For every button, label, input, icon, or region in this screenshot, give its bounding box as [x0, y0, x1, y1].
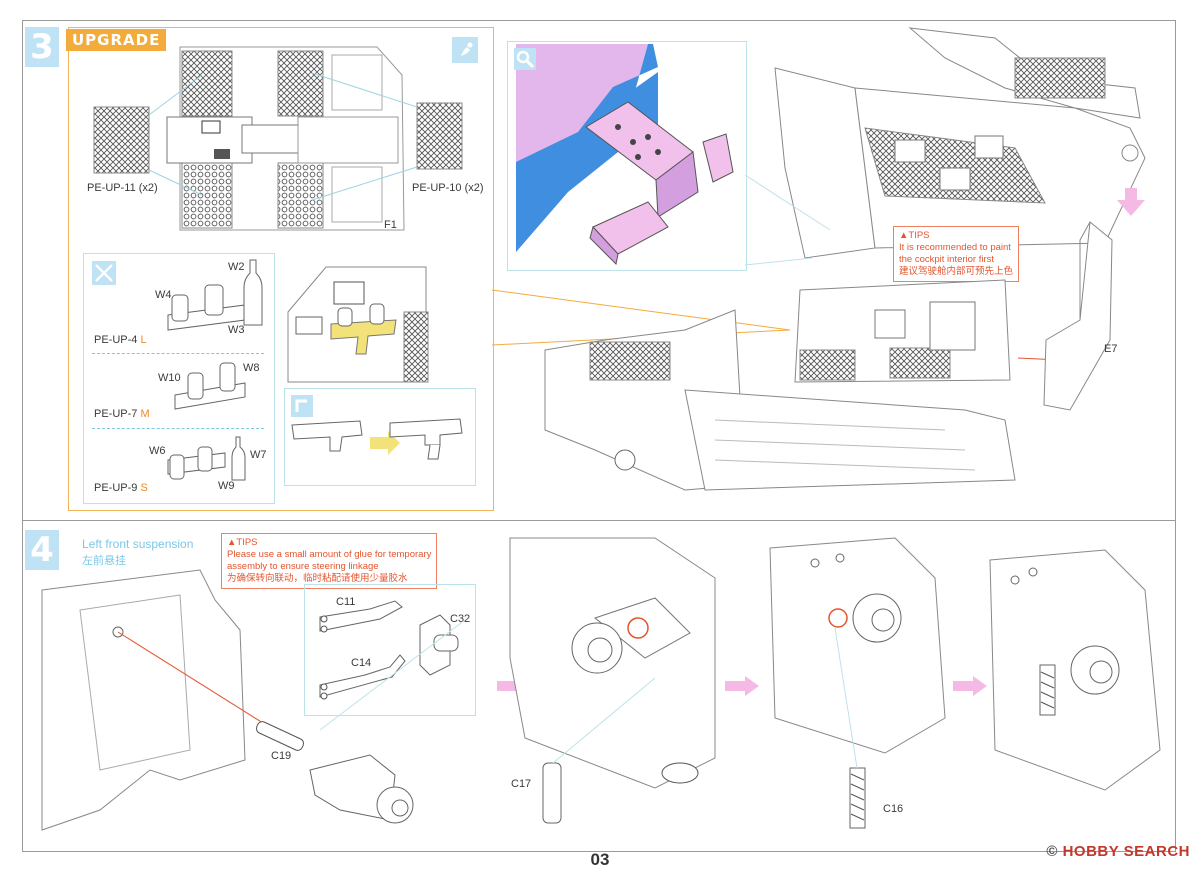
- instruction-sheet-frame: [22, 20, 1176, 852]
- bend-icon: [291, 395, 313, 417]
- part-c17-label: C17: [511, 778, 532, 790]
- tips-line-2: assembly to ensure steering linkage: [227, 561, 379, 572]
- suspension-assembly-drawing: [41, 569, 466, 831]
- next-arrow-3-icon: [953, 676, 987, 696]
- hobby-search-watermark: © HOBBY SEARCH: [1046, 843, 1190, 860]
- repeat-icon: [92, 261, 116, 285]
- part-w7-label: W7: [250, 449, 267, 461]
- copyright-mark: ©: [1046, 843, 1058, 860]
- cockpit-corner-drawing: [287, 266, 429, 383]
- suspension-step-2-drawing: [509, 537, 716, 824]
- suspension-step-3-drawing: [769, 537, 946, 829]
- tips-line-2: the cockpit interior first: [899, 254, 995, 265]
- magnify-icon: [514, 48, 536, 70]
- pe-up-4-label: PE-UP-4 L: [94, 334, 147, 346]
- pe-up-10-label: PE-UP-10 (x2): [412, 182, 484, 194]
- part-c14-label: C14: [351, 657, 372, 669]
- pe-up-9-label: PE-UP-9 S: [94, 482, 148, 494]
- tips-line-3: 建议驾驶舱内部可预先上色: [899, 266, 1014, 277]
- part-c16-label: C16: [883, 803, 904, 815]
- part-w10-label: W10: [158, 372, 181, 384]
- tips-heading: ▲TIPS: [899, 230, 930, 241]
- upgrade-badge: UPGRADE: [66, 29, 167, 51]
- size-l-label: L: [140, 334, 147, 346]
- tips-glue-steering: ▲TIPS Please use a small amount of glue …: [221, 533, 438, 589]
- part-w3-label: W3: [228, 324, 245, 336]
- pe-up-7-label: PE-UP-7 M: [94, 408, 150, 420]
- zoom-detail-drawing: [516, 44, 734, 266]
- pe-up-11-label: PE-UP-11 (x2): [87, 182, 158, 194]
- bottle-divider-2: [92, 428, 264, 429]
- part-w6-label: W6: [149, 445, 166, 457]
- step-4-number: 4: [25, 530, 59, 570]
- section-divider: [22, 520, 1176, 521]
- tips-line-1: It is recommended to paint: [899, 242, 1011, 253]
- tips-line-1: Please use a small amount of glue for te…: [227, 549, 432, 560]
- step-4-title-cn: 左前悬挂: [82, 555, 126, 567]
- bottles-drawing: [167, 259, 263, 481]
- part-w2-label: W2: [228, 261, 245, 273]
- suspension-step-4-drawing: [989, 549, 1161, 791]
- part-w8-label: W8: [243, 362, 260, 374]
- glue-icon: [452, 37, 478, 63]
- part-f1-label: F1: [384, 219, 397, 231]
- part-c19-label: C19: [271, 750, 292, 762]
- tips-line-3: 为确保转向联动，临时粘配请使用少量胶水: [227, 573, 408, 584]
- tips-heading: ▲TIPS: [227, 537, 258, 548]
- page-number: 03: [590, 850, 610, 869]
- part-c32-label: C32: [450, 613, 471, 625]
- part-e7-label: E7: [1104, 343, 1118, 355]
- watermark-text: HOBBY SEARCH: [1062, 843, 1190, 860]
- step-3-number: 3: [25, 27, 59, 67]
- linkage-parts-box: [304, 584, 476, 716]
- step-4-title: Left front suspension: [82, 537, 194, 551]
- fold-detail-box: [284, 388, 476, 486]
- upgrade-panel: [68, 27, 494, 511]
- part-w9-label: W9: [218, 480, 235, 492]
- bottle-divider-1: [92, 353, 264, 354]
- part-w4-label: W4: [155, 289, 172, 301]
- size-m-label: M: [140, 408, 150, 420]
- photoetch-floor-drawing: [93, 46, 463, 231]
- size-s-label: S: [140, 482, 148, 494]
- linkage-parts-drawing: [319, 600, 459, 700]
- next-arrow-2-icon: [725, 676, 759, 696]
- bottles-panel: [83, 253, 275, 504]
- fold-detail-drawing: [291, 418, 463, 460]
- zoom-detail-box: [507, 41, 747, 271]
- vehicle-hull-drawing: [544, 279, 1016, 491]
- tips-paint-cockpit: ▲TIPS It is recommended to paint the coc…: [893, 226, 1020, 282]
- part-c11-label: C11: [336, 596, 356, 608]
- part-e7-drawing: [1043, 221, 1113, 411]
